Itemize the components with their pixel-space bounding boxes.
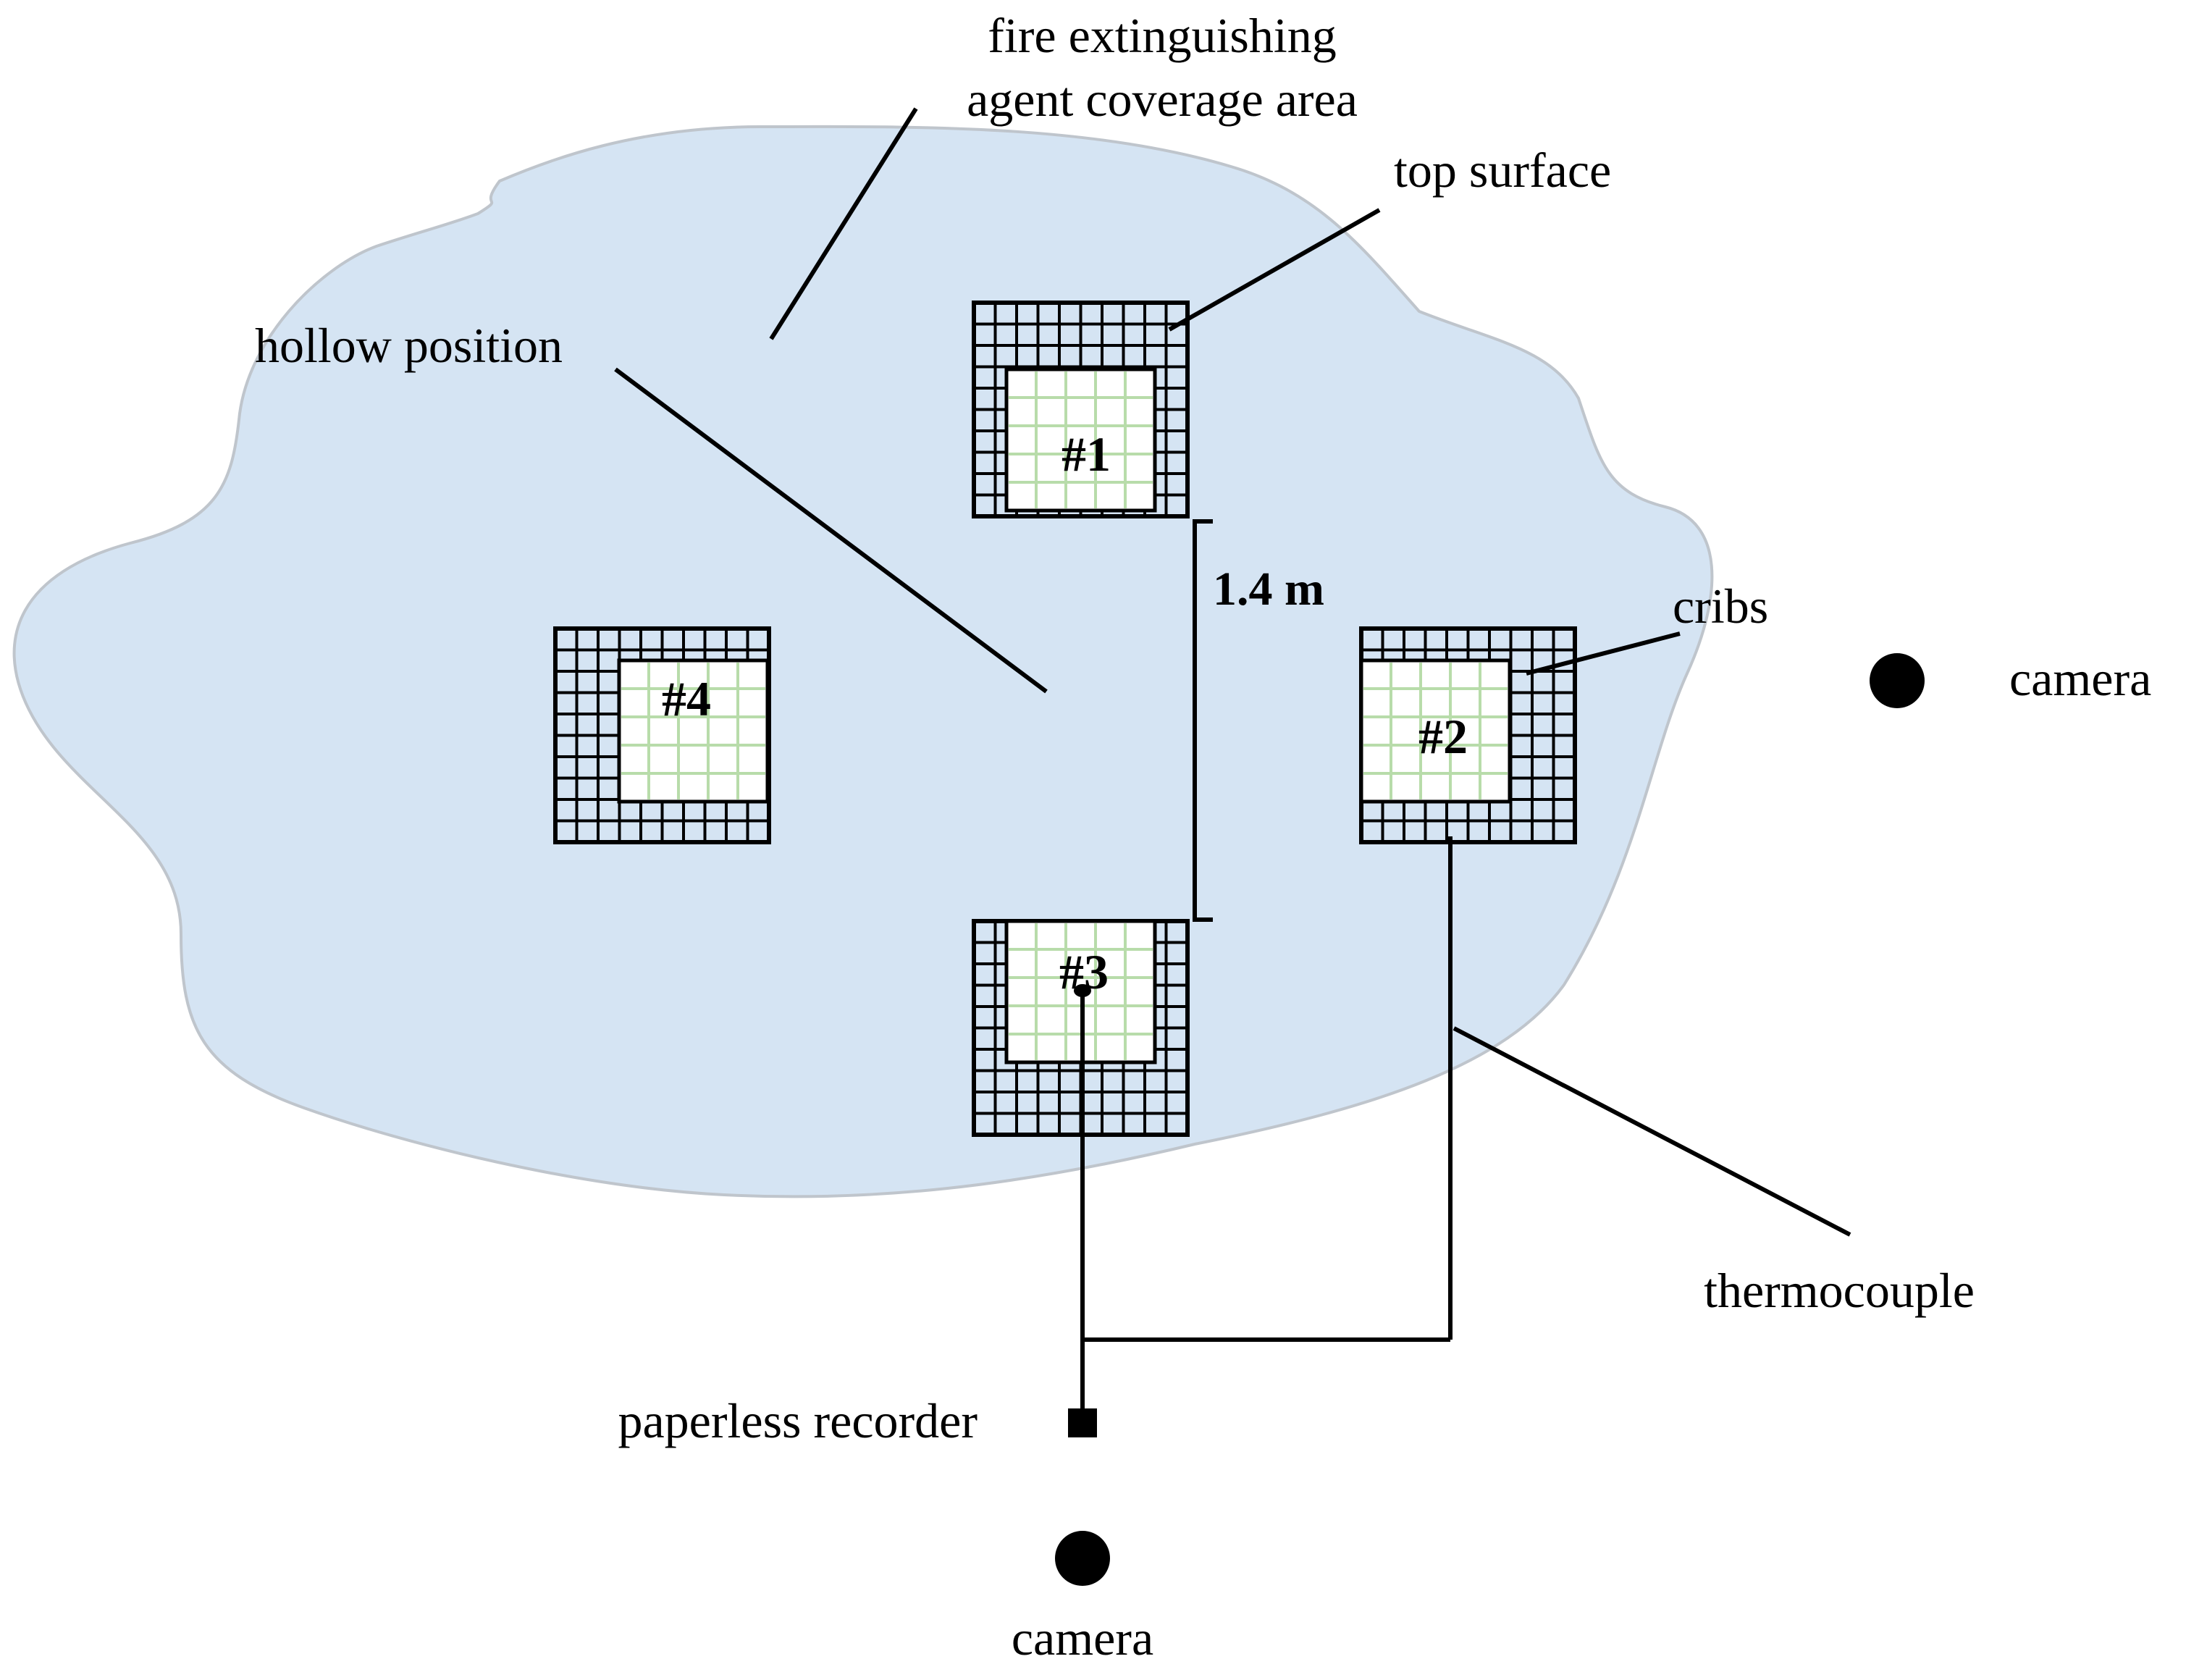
crib-4-label: #4 — [662, 671, 711, 726]
coverage-area-label-line1: fire extinguishing — [988, 8, 1337, 63]
thermocouple-leader-line — [1453, 1026, 1851, 1237]
coverage-leader-line — [769, 107, 918, 340]
crib-top-surface-grid — [621, 663, 765, 799]
paperless-recorder-label: paperless recorder — [618, 1393, 978, 1448]
hollow-position-leader-line — [614, 367, 1048, 694]
hollow-position-label: hollow position — [255, 318, 563, 373]
distance-label: 1.4 m — [1213, 563, 1324, 616]
crib-top-surface — [617, 658, 770, 804]
crib-2: #2 — [1359, 626, 1577, 844]
thermocouple-probe — [1074, 984, 1091, 997]
crib-top-surface — [1004, 367, 1157, 513]
crib-1: #1 — [972, 301, 1190, 518]
connectors — [614, 107, 1851, 1408]
cribs-leader-line — [1526, 631, 1681, 676]
crib-top-surface-grid — [1009, 371, 1153, 508]
camera-right-icon — [1870, 653, 1925, 708]
camera-right-label: camera — [2009, 651, 2151, 706]
crib-2-label: #2 — [1418, 709, 1468, 764]
thermocouple-label: thermocouple — [1704, 1263, 1975, 1318]
crib-4: #4 — [553, 626, 771, 844]
top-surface-leader-line — [1168, 208, 1381, 332]
crib-1-label: #1 — [1062, 427, 1111, 482]
cribs-label: cribs — [1673, 579, 1768, 634]
crib-top-surface — [1359, 658, 1512, 804]
coverage-area-label-line2: agent coverage area — [967, 72, 1358, 127]
distance-bracket — [1193, 519, 1213, 922]
crib-top-surface-grid — [1363, 663, 1508, 799]
top-surface-label: top surface — [1394, 143, 1611, 198]
camera-bottom-icon — [1055, 1531, 1110, 1586]
camera-bottom-label: camera — [1012, 1610, 1153, 1666]
paperless-recorder-icon — [1068, 1408, 1097, 1437]
